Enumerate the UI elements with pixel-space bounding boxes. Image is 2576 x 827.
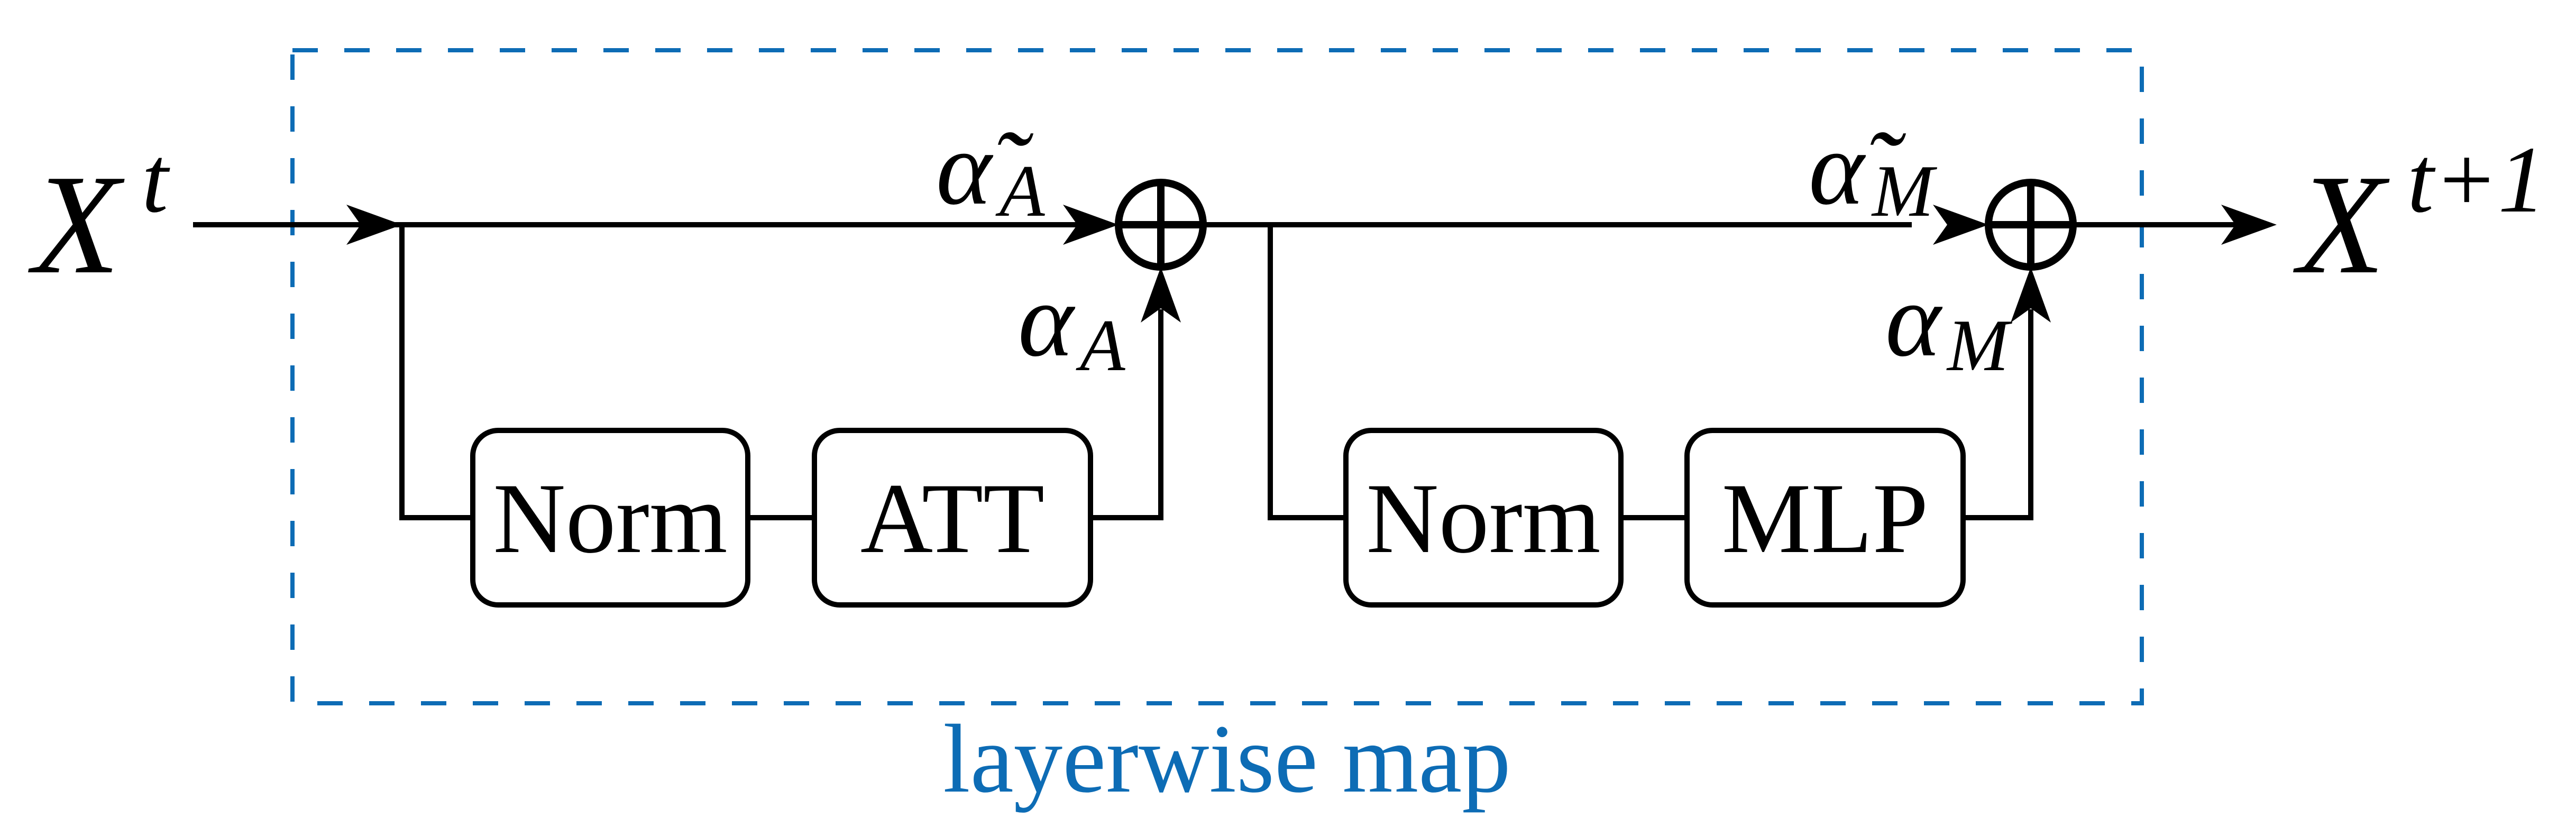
branch-scale-mlp-subscript: M — [1946, 305, 2013, 387]
wire-mlp-to-adder2 — [1963, 309, 2033, 520]
branch-wire-to-norm2 — [1268, 225, 1346, 520]
arrowhead-right-into-output — [2221, 205, 2277, 245]
mlp-block: MLP — [1684, 428, 1966, 608]
plus-icon — [1988, 182, 2073, 267]
adder-2 — [1985, 179, 2077, 271]
skip-scale-att-label: α̃ A — [936, 110, 1045, 232]
arrowhead-up-into-adder1 — [1141, 267, 1181, 323]
skip-scale-mlp-subscript: M — [1871, 150, 1938, 232]
norm-block-2: Norm — [1343, 428, 1624, 608]
output-label-superscript: t+1 — [2407, 127, 2545, 232]
norm-block-1-box — [470, 428, 750, 608]
branch-scale-mlp-base: α — [1885, 262, 1943, 379]
mlp-block-box — [1684, 428, 1966, 608]
wire-att-to-adder1 — [1090, 309, 1163, 520]
input-label-base: X — [26, 145, 126, 304]
output-label-base: X — [2291, 145, 2391, 304]
mlp-block-label: MLP — [1722, 463, 1929, 574]
layerwise-map-caption: layerwise map — [943, 705, 1511, 813]
norm-block-1: Norm — [470, 428, 750, 608]
arrowhead-right-branch1 — [346, 205, 402, 245]
att-block: ATT — [812, 428, 1093, 608]
input-label: X t — [26, 127, 170, 304]
branch-wire-to-norm1 — [399, 225, 473, 520]
branch-scale-att-base: α — [1018, 262, 1076, 379]
plus-icon — [1119, 182, 1203, 267]
att-block-box — [812, 428, 1093, 608]
input-label-superscript: t — [142, 127, 170, 232]
skip-scale-mlp-label: α̃ M — [1809, 110, 1938, 232]
arrowhead-right-into-adder1 — [1063, 205, 1119, 245]
branch-scale-att-label: α A — [1018, 262, 1125, 387]
att-block-label: ATT — [860, 463, 1044, 574]
arrowhead-right-into-adder2 — [1933, 205, 1988, 245]
output-label: X t+1 — [2291, 127, 2545, 304]
norm-block-2-label: Norm — [1366, 463, 1600, 574]
arrowhead-up-into-adder2 — [2011, 267, 2051, 323]
norm-block-2-box — [1343, 428, 1624, 608]
layerwise-map-boundary — [290, 48, 2144, 705]
branch-scale-att-subscript: A — [1076, 305, 1125, 387]
branch-scale-mlp-label: α M — [1885, 262, 2013, 387]
norm-block-1-label: Norm — [493, 463, 727, 574]
skip-scale-att-subscript: A — [995, 150, 1045, 232]
adder-1 — [1115, 179, 1207, 271]
